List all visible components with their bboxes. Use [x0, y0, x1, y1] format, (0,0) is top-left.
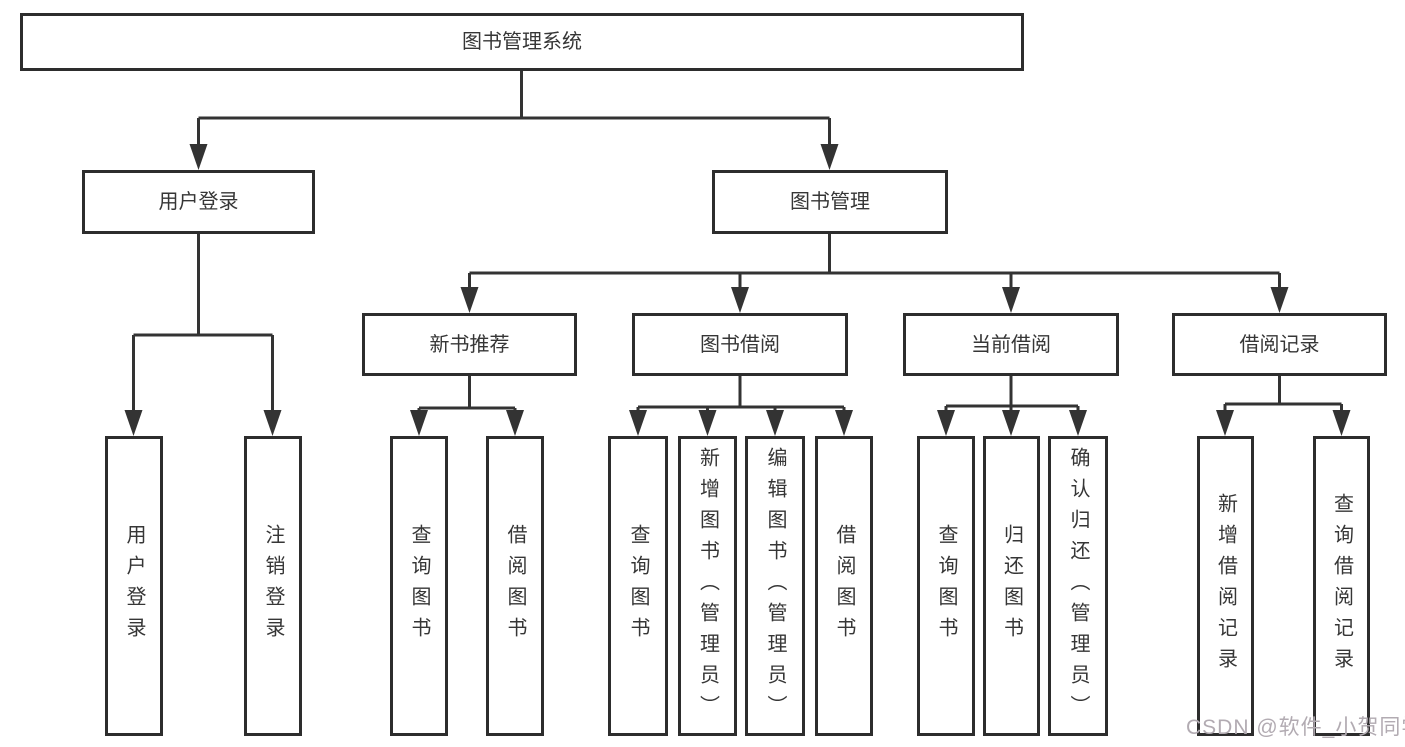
leaf-query-book-recommend: 查询图书 [390, 436, 448, 736]
leaf-add-book-admin: 新增图书（管理员） [678, 436, 737, 736]
leaf-query-book-current-label: 查询图书 [935, 524, 957, 648]
leaf-edit-book-admin: 编辑图书（管理员） [745, 436, 805, 736]
leaf-add-book-admin-label: 新增图书（管理员） [696, 446, 719, 726]
leaf-logout: 注销登录 [244, 436, 302, 736]
node-book-borrow-label: 图书借阅 [700, 333, 780, 356]
leaf-confirm-return-admin-label: 确认归还（管理员） [1067, 446, 1089, 726]
leaf-add-borrow-record-label: 新增借阅记录 [1214, 493, 1237, 679]
leaf-query-borrow-record: 查询借阅记录 [1313, 436, 1370, 736]
node-borrow-record: 借阅记录 [1172, 313, 1387, 376]
node-borrow-record-label: 借阅记录 [1239, 333, 1320, 356]
leaf-borrow-book-borrow-label: 借阅图书 [833, 524, 855, 648]
node-user-login: 用户登录 [82, 170, 315, 234]
leaf-borrow-book-recommend-label: 借阅图书 [504, 524, 526, 648]
csdn-watermark: CSDN @软件_小贺同学 [1186, 716, 1405, 739]
leaf-borrow-book-borrow: 借阅图书 [815, 436, 873, 736]
node-user-login-label: 用户登录 [158, 191, 239, 213]
leaf-query-book-current: 查询图书 [917, 436, 975, 736]
leaf-return-book: 归还图书 [983, 436, 1040, 736]
leaf-query-book-borrow-label: 查询图书 [627, 524, 649, 648]
leaf-user-login-label: 用户登录 [123, 524, 145, 648]
leaf-query-book-borrow: 查询图书 [608, 436, 668, 736]
leaf-query-borrow-record-label: 查询借阅记录 [1330, 493, 1353, 679]
node-new-book-recommend-label: 新书推荐 [429, 333, 510, 356]
node-new-book-recommend: 新书推荐 [362, 313, 577, 376]
leaf-add-borrow-record: 新增借阅记录 [1197, 436, 1254, 736]
node-library-system: 图书管理系统 [20, 13, 1024, 71]
leaf-confirm-return-admin: 确认归还（管理员） [1048, 436, 1108, 736]
node-current-borrow-label: 当前借阅 [971, 333, 1051, 356]
node-current-borrow: 当前借阅 [903, 313, 1119, 376]
node-book-management-label: 图书管理 [790, 191, 870, 213]
leaf-logout-label: 注销登录 [262, 524, 284, 648]
leaf-user-login: 用户登录 [105, 436, 163, 736]
leaf-edit-book-admin-label: 编辑图书（管理员） [764, 446, 786, 726]
leaf-return-book-label: 归还图书 [1000, 524, 1023, 648]
node-book-borrow: 图书借阅 [632, 313, 848, 376]
leaf-query-book-recommend-label: 查询图书 [408, 524, 430, 648]
node-book-management: 图书管理 [712, 170, 948, 234]
node-library-system-label: 图书管理系统 [462, 31, 582, 53]
leaf-borrow-book-recommend: 借阅图书 [486, 436, 544, 736]
